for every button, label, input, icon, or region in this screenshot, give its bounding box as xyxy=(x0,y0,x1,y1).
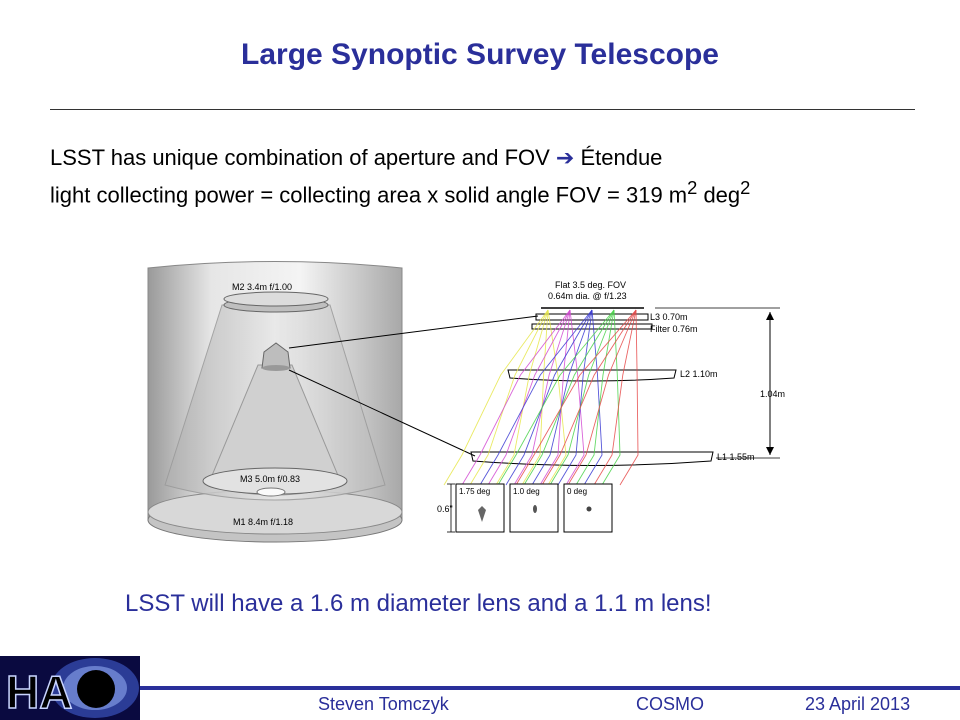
l1-label: L1 1.55m xyxy=(717,452,755,462)
title-divider xyxy=(50,109,915,110)
sup-m2: 2 xyxy=(687,177,698,198)
fov-label-1: Flat 3.5 deg. FOV xyxy=(555,280,626,290)
spot-scale-label: 0.6" xyxy=(437,504,453,514)
spot-box-1: 1.75 deg xyxy=(455,483,505,533)
light-ray xyxy=(443,309,549,486)
light-ray xyxy=(505,309,593,486)
spot-label-3: 0 deg xyxy=(567,487,587,496)
ray-bundles xyxy=(443,309,639,486)
footer-bar xyxy=(140,686,960,690)
light-ray xyxy=(495,309,549,486)
m2-label: M2 3.4m f/1.00 xyxy=(232,282,292,292)
m3-label: M3 5.0m f/0.83 xyxy=(240,474,300,484)
callout-line-bottom xyxy=(288,369,476,457)
caption-text: LSST will have a 1.6 m diameter lens and… xyxy=(125,590,712,617)
m1-label: M1 8.4m f/1.18 xyxy=(233,517,293,527)
light-ray xyxy=(487,309,571,486)
spot-label-1: 1.75 deg xyxy=(459,487,490,496)
callout-line-top xyxy=(288,315,539,349)
light-ray xyxy=(469,309,549,486)
body-line-2-text: light collecting power = collecting area… xyxy=(50,182,688,208)
l2-label: L2 1.10m xyxy=(680,369,718,379)
footer-event: COSMO xyxy=(636,694,705,714)
footer-author: Steven Tomczyk xyxy=(318,694,449,714)
light-ray xyxy=(497,309,615,486)
light-ray xyxy=(583,309,603,486)
light-ray xyxy=(567,309,637,486)
spot-box-3: 0 deg xyxy=(563,483,613,533)
light-ray xyxy=(593,309,637,486)
footer-date: 23 April 2013 xyxy=(805,694,911,714)
light-ray xyxy=(549,309,615,486)
l3-label: L3 0.70m xyxy=(650,312,688,322)
telescope-drawing: M2 3.4m f/1.00 M3 5.0m f/0.83 M1 8.4m f/… xyxy=(147,261,403,543)
light-ray xyxy=(547,309,567,486)
right-arrow-icon: ➔ xyxy=(555,145,575,170)
light-ray xyxy=(541,309,637,486)
etendue-term: Étendue xyxy=(574,145,663,170)
hao-logo: HA xyxy=(0,656,140,720)
body-line-1: LSST has unique combination of aperture … xyxy=(50,145,662,171)
height-label: 1.04m xyxy=(760,389,785,399)
body-line-2: light collecting power = collecting area… xyxy=(50,177,750,208)
filter-label: Filter 0.76m xyxy=(650,324,698,334)
light-ray xyxy=(461,309,571,486)
sup-deg2: 2 xyxy=(740,177,751,198)
light-ray xyxy=(619,309,639,486)
slide-title: Large Synoptic Survey Telescope xyxy=(241,38,719,71)
light-ray xyxy=(531,309,593,486)
spot-box-2: 1.0 deg xyxy=(509,483,559,533)
camera-optics-diagram: Flat 3.5 deg. FOV 0.64m dia. @ f/1.23 L3… xyxy=(443,280,785,486)
spot-label-2: 1.0 deg xyxy=(513,487,540,496)
fov-label-2: 0.64m dia. @ f/1.23 xyxy=(548,291,627,301)
light-ray xyxy=(479,309,593,486)
light-ray xyxy=(523,309,615,486)
deg-unit: deg xyxy=(697,182,741,208)
light-ray xyxy=(515,309,637,486)
light-ray xyxy=(601,309,621,486)
body-line-1-text: LSST has unique combination of aperture … xyxy=(50,145,556,170)
light-ray xyxy=(565,309,585,486)
light-ray xyxy=(557,309,593,486)
logo-text: HA xyxy=(6,666,72,718)
spot-diagrams: 0.6" 1.75 deg 1.0 deg 0 deg xyxy=(437,483,613,533)
light-ray xyxy=(513,309,571,486)
